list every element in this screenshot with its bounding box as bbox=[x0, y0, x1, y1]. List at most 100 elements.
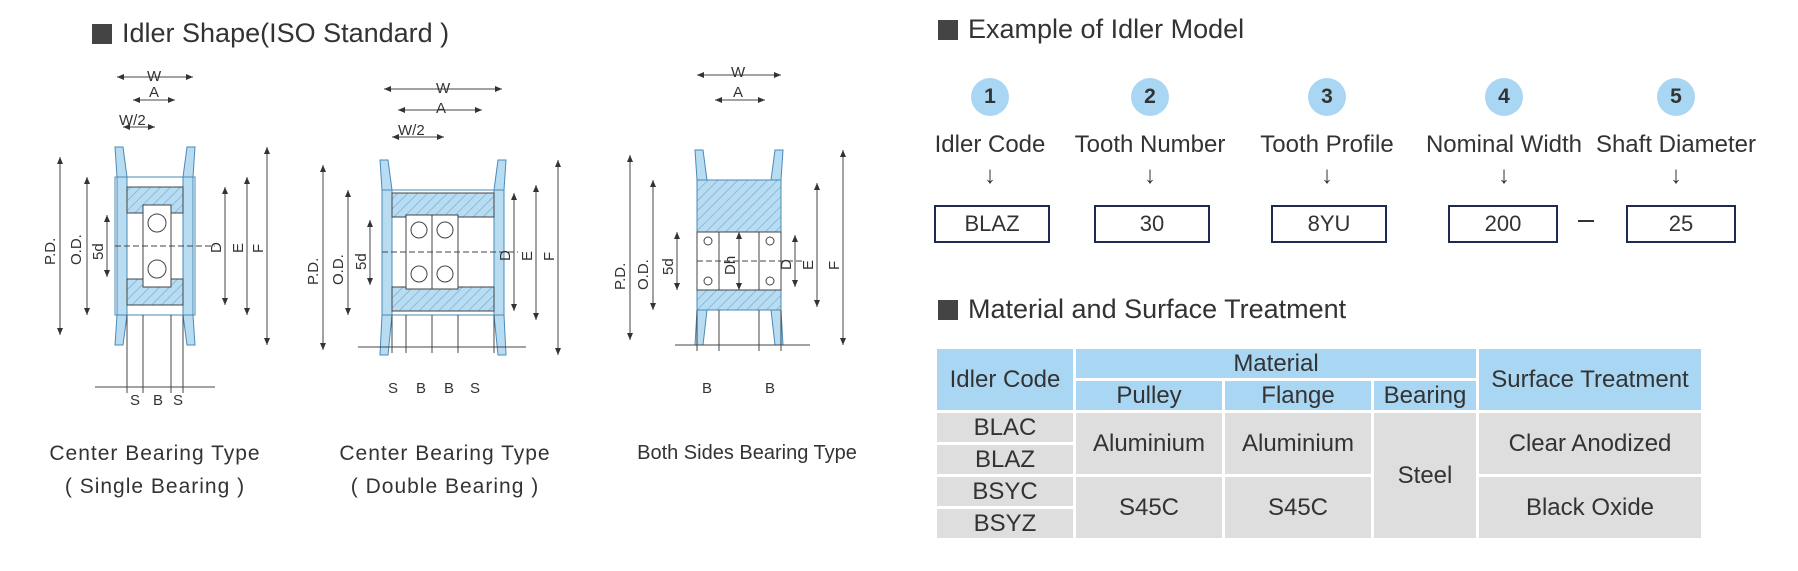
dim-S: S bbox=[470, 380, 480, 397]
diagram-both-sides-bearing: W A P.D. O.D. 5d Dh D E F B B bbox=[605, 64, 905, 405]
dim-S: S bbox=[130, 392, 140, 405]
model-part-nominal-width: 4 Nominal Width ↓ bbox=[1414, 78, 1594, 189]
flange-cell: S45C bbox=[1222, 474, 1374, 541]
dim-S: S bbox=[173, 392, 183, 405]
dim-d: 5d bbox=[90, 243, 107, 260]
idler-shape-title-text: Idler Shape(ISO Standard ) bbox=[122, 18, 450, 48]
down-arrow-icon: ↓ bbox=[1321, 162, 1333, 189]
square-bullet-icon bbox=[938, 299, 958, 320]
separator-dash bbox=[1578, 220, 1594, 222]
down-arrow-icon: ↓ bbox=[1144, 162, 1156, 189]
value-box-shaft-diameter: 25 bbox=[1626, 205, 1736, 243]
value-box-tooth-number: 30 bbox=[1094, 205, 1210, 243]
surface-cell: Clear Anodized bbox=[1476, 410, 1704, 477]
dim-E: E bbox=[519, 251, 536, 261]
dim-D: D bbox=[497, 250, 514, 261]
header-pulley: Pulley bbox=[1073, 378, 1225, 413]
step-number-badge: 4 bbox=[1485, 78, 1523, 116]
dim-PD: P.D. bbox=[42, 238, 59, 265]
dim-D: D bbox=[208, 242, 225, 253]
down-arrow-icon: ↓ bbox=[1670, 162, 1682, 189]
dim-PD: P.D. bbox=[612, 263, 629, 290]
dim-B: B bbox=[765, 380, 775, 397]
header-idler-code: Idler Code bbox=[934, 346, 1076, 413]
dim-W: W bbox=[436, 80, 451, 97]
example-title: Example of Idler Model bbox=[938, 14, 1244, 45]
code-cell: BSYC bbox=[934, 474, 1076, 509]
dim-d: 5d bbox=[660, 258, 677, 275]
dim-OD: O.D. bbox=[330, 254, 347, 285]
dim-W2: W/2 bbox=[119, 112, 146, 129]
dim-B: B bbox=[416, 380, 426, 397]
caption-line1: Center Bearing Type bbox=[339, 442, 551, 465]
caption-line1: Center Bearing Type bbox=[49, 442, 261, 465]
model-part-tooth-number: 2 Tooth Number ↓ bbox=[1060, 78, 1240, 189]
header-bearing: Bearing bbox=[1371, 378, 1479, 413]
dim-F: F bbox=[541, 252, 558, 261]
material-table: Idler Code Material Surface Treatment Pu… bbox=[934, 346, 1704, 541]
model-part-tooth-profile: 3 Tooth Profile ↓ bbox=[1237, 78, 1417, 189]
caption-line2: ( Double Bearing ) bbox=[350, 475, 540, 498]
idler-shape-title: Idler Shape(ISO Standard ) bbox=[92, 18, 449, 49]
dim-B: B bbox=[444, 380, 454, 397]
material-title-text: Material and Surface Treatment bbox=[968, 294, 1347, 324]
value-box-idler-code: BLAZ bbox=[934, 205, 1050, 243]
dim-A: A bbox=[149, 84, 159, 101]
diagram-double-bearing: W A W/2 P.D. O.D. 5d D E F S B B S bbox=[298, 65, 598, 405]
header-material: Material bbox=[1073, 346, 1479, 381]
caption-single-bearing: Center Bearing Type ( Single Bearing ) bbox=[20, 437, 290, 503]
caption-line1: Both Sides Bearing Type bbox=[637, 442, 857, 464]
dim-A: A bbox=[436, 100, 446, 117]
model-part-shaft-diameter: 5 Shaft Diameter ↓ bbox=[1586, 78, 1766, 189]
caption-line2: ( Single Bearing ) bbox=[64, 475, 246, 498]
dim-E: E bbox=[230, 243, 247, 253]
down-arrow-icon: ↓ bbox=[1498, 162, 1510, 189]
dim-A: A bbox=[733, 84, 743, 101]
dim-OD: O.D. bbox=[68, 234, 85, 265]
part-label: Tooth Number bbox=[1074, 131, 1226, 158]
dim-W2: W/2 bbox=[398, 122, 425, 139]
flange-cell: Aluminium bbox=[1222, 410, 1374, 477]
dim-F: F bbox=[250, 244, 267, 253]
example-title-text: Example of Idler Model bbox=[968, 14, 1245, 44]
dim-Dh: Dh bbox=[722, 256, 739, 275]
part-label: Idler Code bbox=[934, 131, 1046, 158]
dim-W: W bbox=[731, 65, 746, 81]
square-bullet-icon bbox=[92, 23, 112, 44]
surface-cell: Black Oxide bbox=[1476, 474, 1704, 541]
dim-d: 5d bbox=[353, 253, 370, 270]
code-cell: BSYZ bbox=[934, 506, 1076, 541]
step-number-badge: 5 bbox=[1657, 78, 1695, 116]
down-arrow-icon: ↓ bbox=[984, 162, 996, 189]
model-part-idler-code: 1 Idler Code ↓ bbox=[900, 78, 1080, 189]
header-flange: Flange bbox=[1222, 378, 1374, 413]
part-label: Nominal Width bbox=[1425, 131, 1583, 158]
step-number-badge: 3 bbox=[1308, 78, 1346, 116]
dim-B: B bbox=[702, 380, 712, 397]
header-surface-treatment: Surface Treatment bbox=[1476, 346, 1704, 413]
bearing-cell: Steel bbox=[1371, 410, 1479, 541]
dim-S: S bbox=[388, 380, 398, 397]
caption-both-sides-bearing: Both Sides Bearing Type bbox=[612, 437, 882, 470]
step-number-badge: 1 bbox=[971, 78, 1009, 116]
caption-double-bearing: Center Bearing Type ( Double Bearing ) bbox=[310, 437, 580, 503]
code-cell: BLAZ bbox=[934, 442, 1076, 477]
dim-D: D bbox=[778, 259, 795, 270]
dim-B: B bbox=[153, 392, 163, 405]
dim-PD: P.D. bbox=[305, 258, 322, 285]
step-number-badge: 2 bbox=[1131, 78, 1169, 116]
square-bullet-icon bbox=[938, 19, 958, 40]
dim-W: W bbox=[147, 68, 162, 85]
diagram-single-bearing: W A W/2 P.D. O.D. 5d D E F S B S bbox=[15, 65, 295, 409]
dim-F: F bbox=[826, 261, 843, 270]
part-label: Shaft Diameter bbox=[1595, 131, 1757, 158]
dim-OD: O.D. bbox=[635, 259, 652, 290]
pulley-cell: Aluminium bbox=[1073, 410, 1225, 477]
part-label: Tooth Profile bbox=[1260, 131, 1394, 158]
pulley-cell: S45C bbox=[1073, 474, 1225, 541]
material-title: Material and Surface Treatment bbox=[938, 294, 1346, 325]
dim-E: E bbox=[800, 260, 817, 270]
value-box-tooth-profile: 8YU bbox=[1271, 205, 1387, 243]
value-box-nominal-width: 200 bbox=[1448, 205, 1558, 243]
code-cell: BLAC bbox=[934, 410, 1076, 445]
